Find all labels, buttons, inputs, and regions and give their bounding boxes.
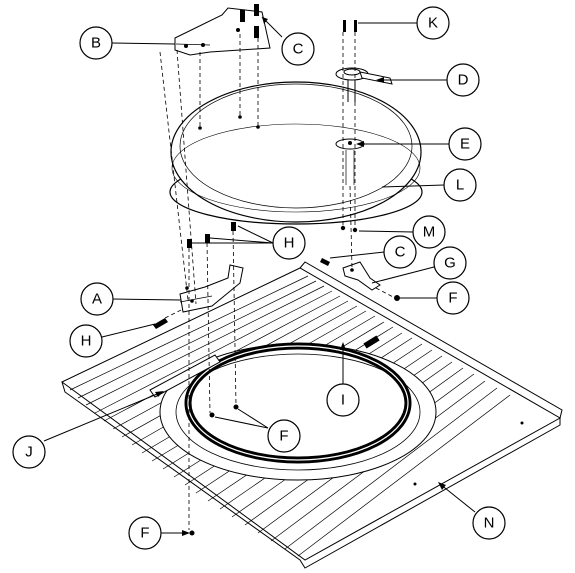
alignment-lines: [159, 32, 396, 530]
callout-N: N: [472, 506, 506, 540]
dish-plate: [169, 81, 423, 225]
callout-M: M: [412, 215, 446, 249]
latch-bracket: [342, 261, 381, 291]
callout-F-right: F: [436, 281, 470, 315]
svg-text:F: F: [279, 428, 288, 445]
callout-B: B: [79, 26, 113, 60]
callout-J: J: [12, 435, 46, 469]
callout-K: K: [416, 6, 450, 40]
svg-text:B: B: [91, 35, 101, 52]
svg-text:D: D: [458, 72, 469, 89]
svg-text:H: H: [284, 235, 295, 252]
roof-panel: [61, 261, 563, 569]
callout-H-upper: H: [272, 226, 306, 260]
callout-C-upper: C: [281, 32, 315, 66]
svg-text:I: I: [341, 392, 345, 409]
svg-text:C: C: [293, 41, 304, 58]
callout-G: G: [433, 246, 467, 280]
callout-I: I: [326, 383, 360, 417]
callout-F-middle: F: [267, 419, 301, 453]
svg-text:L: L: [456, 177, 464, 194]
svg-text:E: E: [460, 136, 470, 153]
upper-bracket: [174, 4, 271, 56]
lower-bracket: [179, 264, 244, 313]
svg-text:J: J: [25, 444, 33, 461]
callout-C-lower: C: [383, 235, 417, 269]
callout-F-bottom: F: [128, 516, 162, 550]
callout-D: D: [446, 63, 480, 97]
svg-text:N: N: [484, 515, 495, 532]
callout-A: A: [80, 282, 114, 316]
svg-text:K: K: [428, 15, 438, 32]
svg-text:G: G: [444, 255, 456, 272]
callout-H-left: H: [69, 324, 103, 358]
svg-text:F: F: [448, 290, 457, 307]
callout-L: L: [443, 168, 477, 202]
svg-text:M: M: [423, 224, 436, 241]
svg-text:C: C: [395, 244, 406, 261]
fasteners: [153, 20, 400, 329]
svg-text:A: A: [92, 291, 102, 308]
svg-text:H: H: [81, 333, 92, 350]
leader-lines: [43, 16, 476, 536]
svg-text:F: F: [140, 525, 149, 542]
callout-E: E: [448, 127, 482, 161]
